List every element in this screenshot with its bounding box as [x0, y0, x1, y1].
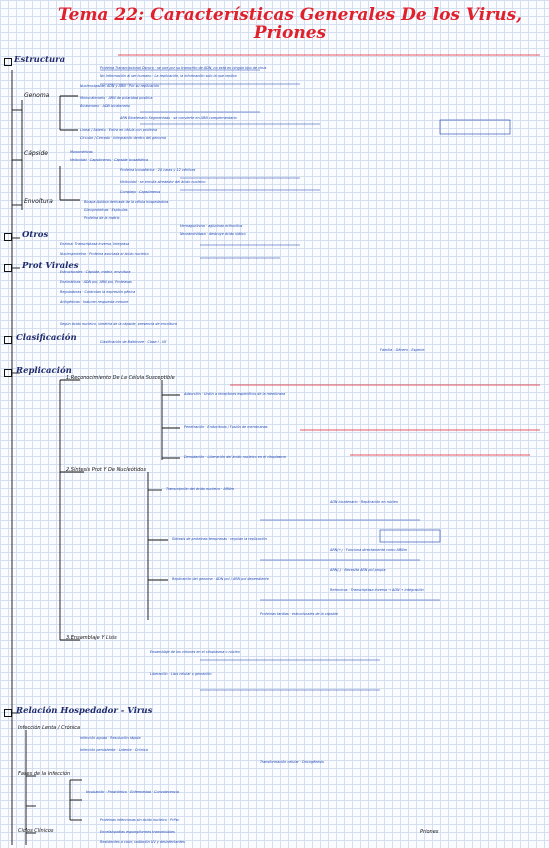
note-text: Helicoidal · Capsómeros · Cápside icosaé… — [70, 158, 148, 162]
note-text: Circular / Cerrado · Integración dentro … — [80, 136, 166, 140]
section-heading-replicacion: Replicación — [16, 366, 72, 376]
note-text: Bicatenario · ADN bicatenario — [80, 104, 131, 108]
subhead-envoltura: Envoltura — [24, 198, 53, 205]
note-text: Neuraminidasa · destruye ácido siálico — [180, 232, 246, 236]
note-text: Infección aguda · Resolución rápida — [80, 736, 141, 740]
note-text: Proteínas tardías · estructurales de la … — [260, 612, 338, 616]
note-text: Glicoproteínas · Espículas — [84, 208, 128, 212]
subhead-genoma: Genoma — [24, 92, 50, 99]
note-text: Enzimáticas · ADN pol, ARN pol, Proteasa… — [60, 280, 132, 284]
note-text: Complejo · Capsómeros — [120, 190, 161, 194]
note-text: Proteína Icosaédrica · 20 caras y 12 vér… — [120, 168, 196, 172]
note-text: Reguladoras · Controlan la expresión gén… — [60, 290, 136, 294]
note-text: Replicación del genoma · ADN pol / ARN p… — [172, 577, 269, 581]
note-text: Proteína Transcripcional Oscuro · se une… — [100, 66, 267, 70]
note-text: Transformación celular · Oncogénesis — [260, 760, 324, 764]
note-text: Ensamblaje de los viriones en el citopla… — [150, 650, 240, 654]
note-text: Liberación · Lisis celular o gemación — [150, 672, 212, 676]
subhead-fases: Fases de la infección — [18, 771, 71, 777]
note-text: Monocatenario · ARN de polaridad positiv… — [80, 96, 153, 100]
note-text: Nucleoproteína · Proteína asociada al ác… — [60, 252, 149, 256]
page-title: Tema 22: Características Generales De lo… — [57, 5, 523, 43]
note-text: ARN Bicatenario Segmentado · se conviert… — [120, 116, 237, 120]
section-checkbox — [4, 709, 12, 717]
note-text: Bicapa lipídica derivada de la célula ho… — [84, 200, 169, 204]
note-text: Según ácido nucleico, simetría de la cáp… — [60, 322, 177, 326]
note-text: Monoméricas — [70, 150, 93, 154]
note-text: Transcripción del ácido nucleico · ARNm — [166, 487, 234, 491]
note-text: ARN(-) · Necesita ARN pol propia — [330, 568, 386, 572]
note-text: Resistentes a calor, radiación UV y desi… — [100, 840, 185, 844]
note-text: Incubación · Prodrómico · Enfermedad · C… — [86, 790, 179, 794]
note-text: Helicoidal · se enrolla alrededor del ác… — [120, 180, 206, 184]
section-heading-clasificacion: Clasificación — [16, 333, 77, 343]
subhead-priones: Priones — [420, 829, 439, 835]
note-text: ADN bicatenario · Replicación en núcleo — [330, 500, 398, 504]
subhead-lytic-1: 1.Reconocimiento De La Célula Susceptibl… — [66, 375, 175, 381]
note-text: Síntesis de proteínas tempranas · regula… — [172, 537, 267, 541]
note-text: Denudación · Liberación del ácido nuclei… — [184, 455, 286, 459]
note-text: Lineal / Abierto · Entra en célula con p… — [80, 128, 157, 132]
subhead-lytic-2: 2.Síntesis Prot Y De Nucleótidos — [66, 467, 146, 473]
note-text: Proteína de la matriz — [84, 216, 120, 220]
section-checkbox — [4, 336, 12, 344]
note-text: Proteínas infecciosas sin ácido nucleico… — [100, 818, 180, 822]
section-heading-prot-virales: Prot Virales — [22, 261, 79, 271]
note-text: No Información al ser humano · La replic… — [100, 74, 237, 78]
note-text: Nucleocápside: ADN y ARN · Por su replic… — [80, 84, 160, 88]
note-text: Encefalopatías espongiformes transmisibl… — [100, 830, 175, 834]
note-text: Hemaglutinina · aglutinan eritrocitos — [180, 224, 243, 228]
note-text: Enzima: Transcriptasa inversa, Integrasa — [60, 242, 130, 246]
note-text: Retrovirus · Transcriptasa inversa → ADN… — [330, 588, 424, 592]
note-text: Familia - Género - Especie — [380, 348, 425, 352]
note-text: Infección persistente · Latente · Crónic… — [80, 748, 148, 752]
note-text: Antigénicas · Inducen respuesta inmune — [60, 300, 129, 304]
section-checkbox — [4, 369, 12, 377]
note-text: Adsorción · Unión a receptores específic… — [184, 392, 286, 396]
section-heading-relacion-hospedador: Relación Hospedador - Virus — [16, 706, 153, 716]
section-checkbox — [4, 58, 12, 66]
subhead-capside: Cápside — [24, 150, 48, 157]
note-text: ARN(+) · Funciona directamente como ARNm — [330, 548, 408, 552]
section-checkbox — [4, 233, 12, 241]
subhead-infeccion: Infección Lenta / Crónica — [18, 725, 81, 731]
note-text: Penetración · Endocitosis / Fusión de me… — [184, 425, 268, 429]
subhead-ciclos: Ciclos Clínicos — [18, 828, 54, 834]
section-heading-otros: Otros — [22, 230, 49, 240]
subhead-lytic-3: 3.Ensamblaje Y Lisis — [66, 635, 117, 641]
note-text: Clasificación de Baltimore · Clase I - V… — [100, 340, 167, 344]
note-text: Estructurales · Cápside, matriz, envoltu… — [60, 270, 131, 274]
section-checkbox — [4, 264, 12, 272]
section-heading-estructura: Estructura — [14, 55, 66, 65]
